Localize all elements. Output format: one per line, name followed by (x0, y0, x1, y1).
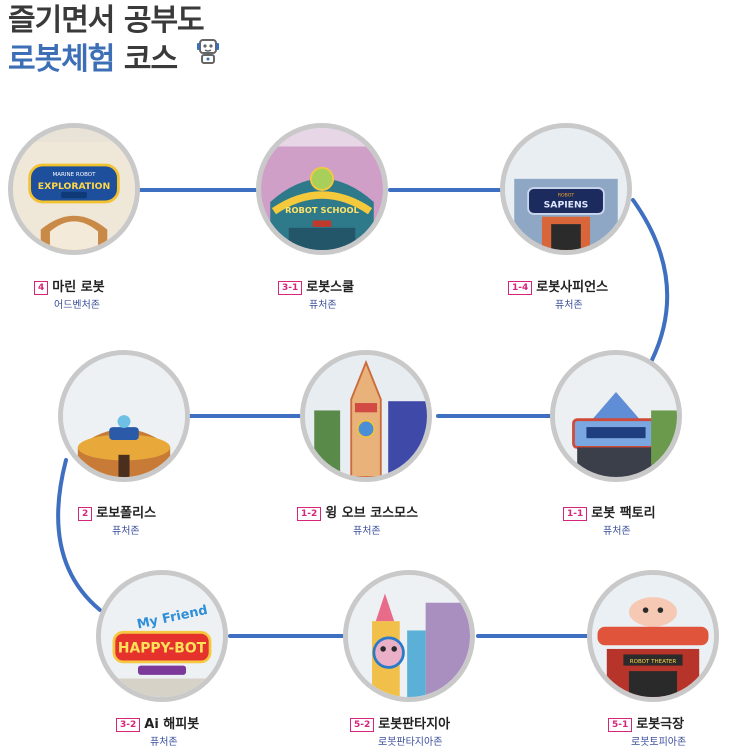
stop-zone: 퓨처존 (603, 526, 631, 537)
svg-text:ROBOT SCHOOL: ROBOT SCHOOL (285, 205, 359, 215)
stop-name: 로봇극장 (636, 717, 685, 732)
stop-name: 로보폴리스 (96, 506, 157, 521)
stop-zone: 어드벤처존 (54, 300, 100, 311)
stop-badge: 3-2 (116, 717, 141, 732)
stop-robopolis-photo[interactable] (58, 350, 190, 482)
svg-text:HAPPY-BOT: HAPPY-BOT (118, 641, 207, 657)
svg-text:ROBOT: ROBOT (558, 192, 575, 198)
svg-text:SAPIENS: SAPIENS (544, 199, 589, 210)
title-line-1: 즐기면서 공부도 (8, 3, 205, 38)
stop-badge: 2 (78, 506, 93, 521)
stop-marine-robot-photo[interactable]: MARINE ROBOT EXPLORATION (8, 123, 140, 255)
page-title: 즐기면서 공부도 로봇체험 코스 (8, 2, 223, 81)
title-highlight: 로봇체험 (8, 42, 115, 77)
stop-badge: 1-1 (563, 506, 588, 521)
title-line-2: 로봇체험 코스 (8, 39, 223, 81)
stop-robot-fantasia-photo[interactable] (343, 570, 475, 702)
stop-name: 로봇 팩토리 (591, 506, 656, 521)
stop-badge: 1-2 (297, 506, 322, 521)
stop-robot-school-photo[interactable]: ROBOT SCHOOL (256, 123, 388, 255)
robot-icon (193, 36, 223, 77)
stop-zone: 퓨처존 (309, 300, 337, 311)
stop-name: 로봇판타지아 (378, 717, 451, 732)
stop-wing-of-cosmos-photo[interactable] (300, 350, 432, 482)
stop-badge: 5-1 (608, 717, 633, 732)
stop-happy-bot-photo[interactable]: My Friend HAPPY-BOT (96, 570, 228, 702)
svg-text:EXPLORATION: EXPLORATION (38, 181, 110, 192)
stop-badge: 5-2 (350, 717, 375, 732)
stop-zone: 퓨처존 (150, 737, 178, 748)
stop-robot-factory-photo[interactable] (550, 350, 682, 482)
title-rest: 코스 (123, 42, 178, 77)
stop-zone: 퓨처존 (353, 526, 381, 537)
stop-zone: 로봇판타지아존 (378, 737, 443, 748)
stop-name: 마린 로봇 (52, 280, 105, 295)
stop-badge: 4 (34, 280, 49, 295)
stop-zone: 퓨처존 (555, 300, 583, 311)
stop-badge: 3-1 (278, 280, 303, 295)
stop-robot-sapiens-photo[interactable]: ROBOT SAPIENS (500, 123, 632, 255)
stop-name: 윙 오브 코스모스 (325, 506, 419, 521)
stop-name: 로봇사피언스 (536, 280, 609, 295)
stop-zone: 로봇토피아존 (631, 737, 687, 748)
stop-badge: 1-4 (508, 280, 533, 295)
stop-robot-theater-photo[interactable]: ROBOT THEATER (587, 570, 719, 702)
stop-name: Ai 해피봇 (144, 717, 200, 732)
svg-text:ROBOT THEATER: ROBOT THEATER (630, 659, 677, 665)
stop-zone: 퓨처존 (112, 526, 140, 537)
svg-text:MARINE ROBOT: MARINE ROBOT (52, 172, 96, 178)
stop-name: 로봇스쿨 (306, 280, 355, 295)
